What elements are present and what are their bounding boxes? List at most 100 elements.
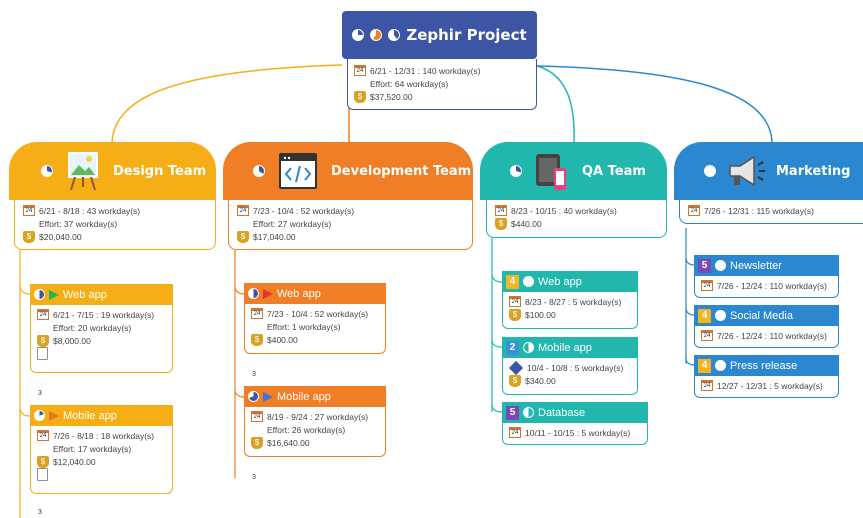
qa-team-header[interactable]: QA Team [480, 142, 667, 200]
calendar-icon: 24 [251, 308, 263, 319]
diamond-icon [508, 360, 524, 375]
calendar-icon: 24 [251, 411, 263, 422]
easel-picture-icon [67, 151, 99, 191]
design-web-app-header[interactable]: Web app [30, 284, 173, 305]
social-media-header[interactable]: 4 Social Media [694, 305, 839, 326]
design-team-header[interactable]: Design Team [9, 142, 216, 200]
design-team-cost: $20,040.00 [39, 231, 82, 242]
progress-half-icon [248, 288, 259, 299]
collapse-count-badge[interactable]: 3 [249, 473, 259, 483]
qa-web-app-header[interactable]: 4 Web app [502, 271, 638, 292]
money-bag-icon: $ [509, 308, 521, 321]
money-bag-icon: $ [251, 333, 263, 346]
task-dates: 10/4 - 10/8 : 5 workday(s) [527, 362, 624, 373]
task-cost: $340.00 [525, 375, 556, 386]
flag-icon [49, 410, 59, 421]
marketing-header[interactable]: Marketing [674, 142, 863, 200]
flag-icon [263, 288, 273, 299]
money-bag-icon: $ [495, 217, 507, 230]
calendar-icon: 24 [701, 330, 713, 341]
qa-web-app-label: Web app [538, 275, 582, 288]
priority-badge: 5 [698, 258, 711, 273]
task-dates: 10/11 - 10/15 : 5 workday(s) [525, 427, 631, 438]
notes-icon[interactable] [37, 347, 48, 360]
calendar-icon: 24 [688, 205, 700, 216]
press-release-label: Press release [730, 359, 798, 372]
flag-icon [263, 391, 273, 402]
money-bag-icon: $ [37, 334, 49, 347]
priority-badge: 4 [506, 274, 519, 289]
press-release-header[interactable]: 4 Press release [694, 355, 839, 376]
money-bag-icon: $ [251, 436, 263, 449]
development-team-title: Development Team [331, 163, 472, 179]
calendar-icon: 24 [354, 65, 366, 76]
task-effort: Effort: 26 workday(s) [267, 424, 346, 435]
qa-team-cost: $440.00 [511, 218, 542, 229]
qa-mobile-app-header[interactable]: 2 Mobile app [502, 337, 638, 358]
social-media-label: Social Media [730, 309, 793, 322]
calendar-icon: 24 [495, 205, 507, 216]
dev-mobile-app-label: Mobile app [277, 390, 331, 403]
dev-web-app-label: Web app [277, 287, 321, 300]
dev-mobile-app-info: 24 8/19 - 9/24 : 27 workday(s) Effort: 26… [244, 407, 386, 457]
money-bag-icon: $ [23, 230, 35, 243]
progress-half-icon [248, 391, 259, 402]
progress-pie-icon [370, 29, 383, 41]
calendar-icon: 24 [509, 427, 521, 438]
calendar-icon: 24 [37, 309, 49, 320]
progress-pie-icon [352, 29, 365, 41]
progress-half-icon [523, 407, 534, 418]
money-bag-icon: $ [237, 230, 249, 243]
development-team-cost: $17,040.00 [253, 231, 296, 242]
task-cost: $8,000.00 [53, 335, 91, 346]
devices-icon [534, 150, 570, 192]
root-dates: 6/21 - 12/31 : 140 workday(s) [370, 65, 481, 76]
task-cost: $100.00 [525, 309, 556, 320]
collapse-count-badge[interactable]: 3 [35, 508, 45, 518]
design-web-app-label: Web app [63, 288, 107, 301]
root-node-header[interactable]: Zephir Project [342, 11, 537, 59]
collapse-count-badge[interactable]: 3 [35, 389, 45, 399]
calendar-icon: 24 [237, 205, 249, 216]
priority-badge: 2 [506, 340, 519, 355]
priority-badge: 4 [698, 308, 711, 323]
task-dates: 6/21 - 7/15 : 19 workday(s) [53, 309, 155, 320]
development-team-header[interactable]: Development Team [223, 142, 473, 200]
task-dates: 8/19 - 9/24 : 27 workday(s) [267, 411, 369, 422]
qa-mobile-app-label: Mobile app [538, 341, 592, 354]
design-team-effort: Effort: 37 workday(s) [39, 218, 118, 229]
calendar-icon: 24 [23, 205, 35, 216]
calendar-icon: 24 [701, 380, 713, 391]
newsletter-label: Newsletter [730, 259, 782, 272]
marketing-title: Marketing [776, 163, 851, 179]
collapse-count-badge[interactable]: 3 [249, 370, 259, 380]
qa-team-title: QA Team [582, 163, 646, 179]
money-bag-icon: $ [509, 374, 521, 387]
development-team-effort: Effort: 27 workday(s) [253, 218, 332, 229]
task-dates: 7/23 - 10/4 : 52 workday(s) [267, 308, 369, 319]
progress-half-icon [34, 410, 45, 421]
progress-half-icon [523, 342, 534, 353]
progress-circle-icon [715, 310, 726, 321]
newsletter-header[interactable]: 5 Newsletter [694, 255, 839, 276]
progress-pie-icon [704, 165, 716, 177]
progress-half-icon [34, 289, 45, 300]
design-mobile-app-header[interactable]: Mobile app [30, 405, 173, 426]
dev-web-app-header[interactable]: Web app [244, 283, 386, 304]
qa-database-header[interactable]: 5 Database [502, 402, 648, 423]
progress-circle-icon [523, 276, 534, 287]
dev-mobile-app-header[interactable]: Mobile app [244, 386, 386, 407]
design-mobile-app-label: Mobile app [63, 409, 117, 422]
notes-icon[interactable] [37, 468, 48, 481]
progress-pie-icon [510, 165, 522, 177]
task-dates: 7/26 - 8/18 : 18 workday(s) [53, 430, 155, 441]
